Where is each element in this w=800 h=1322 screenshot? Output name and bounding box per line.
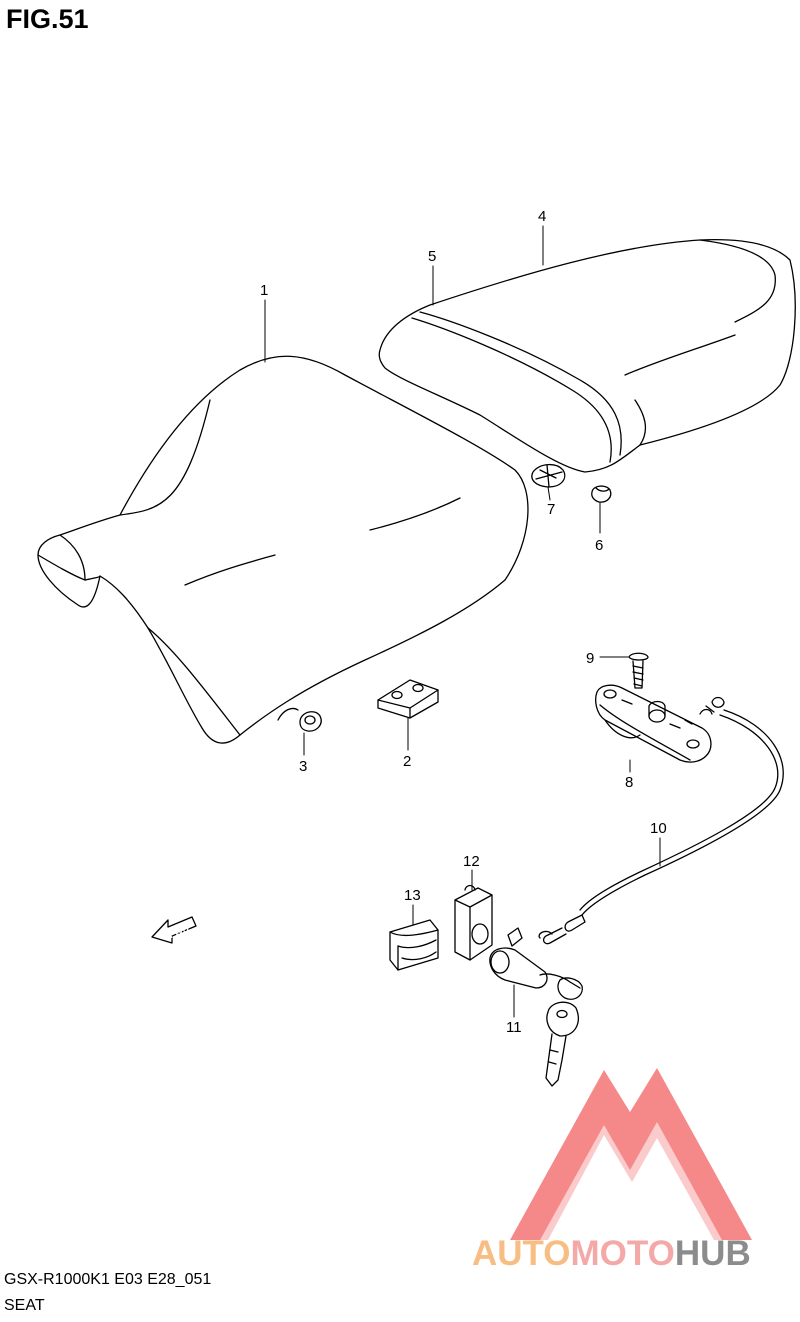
- watermark-hub: HUB: [674, 1234, 751, 1273]
- section-name: SEAT: [4, 1297, 45, 1314]
- rider-seat-part: [37, 355, 529, 744]
- callout-labels: 1 2 3 4 5 6 7 8 9 10 11 12 13: [260, 208, 667, 1036]
- leader-lines: [264, 225, 661, 1018]
- watermark-wordmark: AUTOMOTOHUB: [472, 1234, 751, 1274]
- watermark-auto: AUTO: [472, 1234, 571, 1273]
- callout-4: 4: [538, 208, 546, 225]
- callout-1: 1: [260, 282, 268, 299]
- callout-10: 10: [650, 820, 667, 837]
- callout-13: 13: [404, 887, 421, 904]
- callout-9: 9: [586, 650, 594, 667]
- cushion-part-3: [299, 711, 322, 732]
- callout-2: 2: [403, 753, 411, 770]
- cable-part-10: [538, 696, 784, 945]
- model-code: GSX-R1000K1 E03 E28_051: [4, 1271, 212, 1288]
- lock-set-part-11: [489, 927, 583, 1087]
- forward-arrow-icon: [151, 916, 197, 944]
- callout-7: 7: [547, 501, 555, 518]
- cushion-part-6: [591, 485, 612, 503]
- watermark-logo-icon: [510, 1068, 752, 1240]
- callout-3: 3: [299, 758, 307, 775]
- latch-bracket-part-8: [595, 684, 712, 763]
- callout-8: 8: [625, 774, 633, 791]
- callout-11: 11: [506, 1019, 522, 1036]
- callout-12: 12: [463, 853, 480, 870]
- watermark-moto: MOTO: [570, 1234, 675, 1273]
- callout-5: 5: [428, 248, 436, 265]
- grommet-part-7: [531, 463, 566, 488]
- screw-part-9: [628, 652, 649, 689]
- pillion-seat-part: [378, 239, 796, 473]
- figure-title: FIG.51: [6, 4, 89, 34]
- clip-part-13: [389, 919, 439, 971]
- holder-part-12: [454, 884, 493, 961]
- callout-6: 6: [595, 537, 603, 554]
- bracket-part-2: [377, 679, 439, 719]
